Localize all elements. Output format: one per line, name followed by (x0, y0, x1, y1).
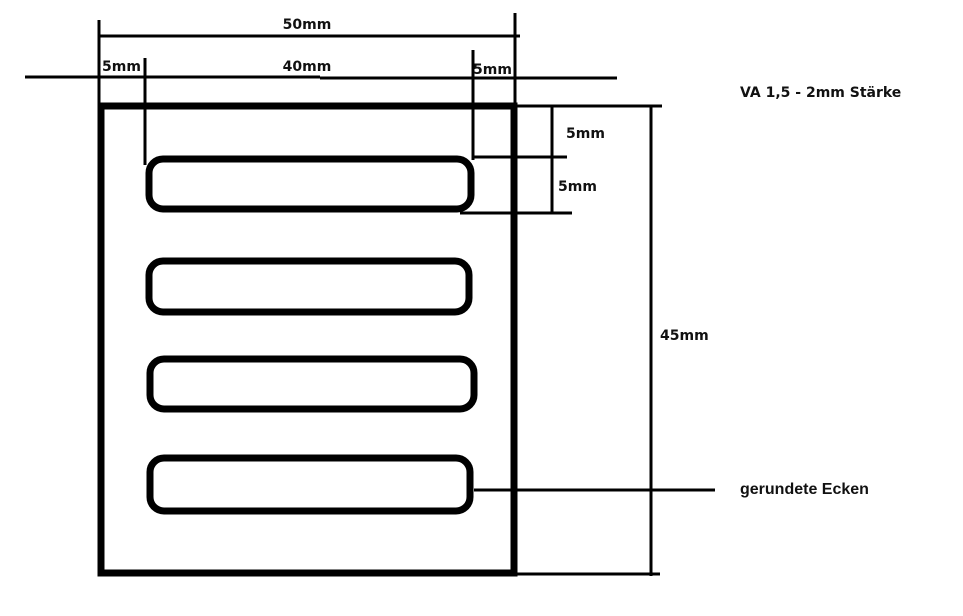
label-overall-width: 50mm (283, 17, 332, 33)
note-rounded-corners: gerundete Ecken (740, 481, 869, 498)
slot-1 (145, 155, 475, 213)
note-material: VA 1,5 - 2mm Stärke (740, 85, 901, 101)
label-inner-width: 40mm (283, 59, 332, 75)
plate-outline (97, 102, 518, 577)
slot-4 (146, 454, 474, 515)
label-left-margin: 5mm (102, 59, 141, 75)
label-slot-height: 5mm (558, 179, 597, 195)
slot-3 (146, 355, 478, 413)
label-top-margin: 5mm (566, 126, 605, 142)
label-right-margin: 5mm (473, 62, 512, 78)
slot-2 (145, 257, 473, 316)
label-overall-height: 45mm (660, 328, 709, 344)
